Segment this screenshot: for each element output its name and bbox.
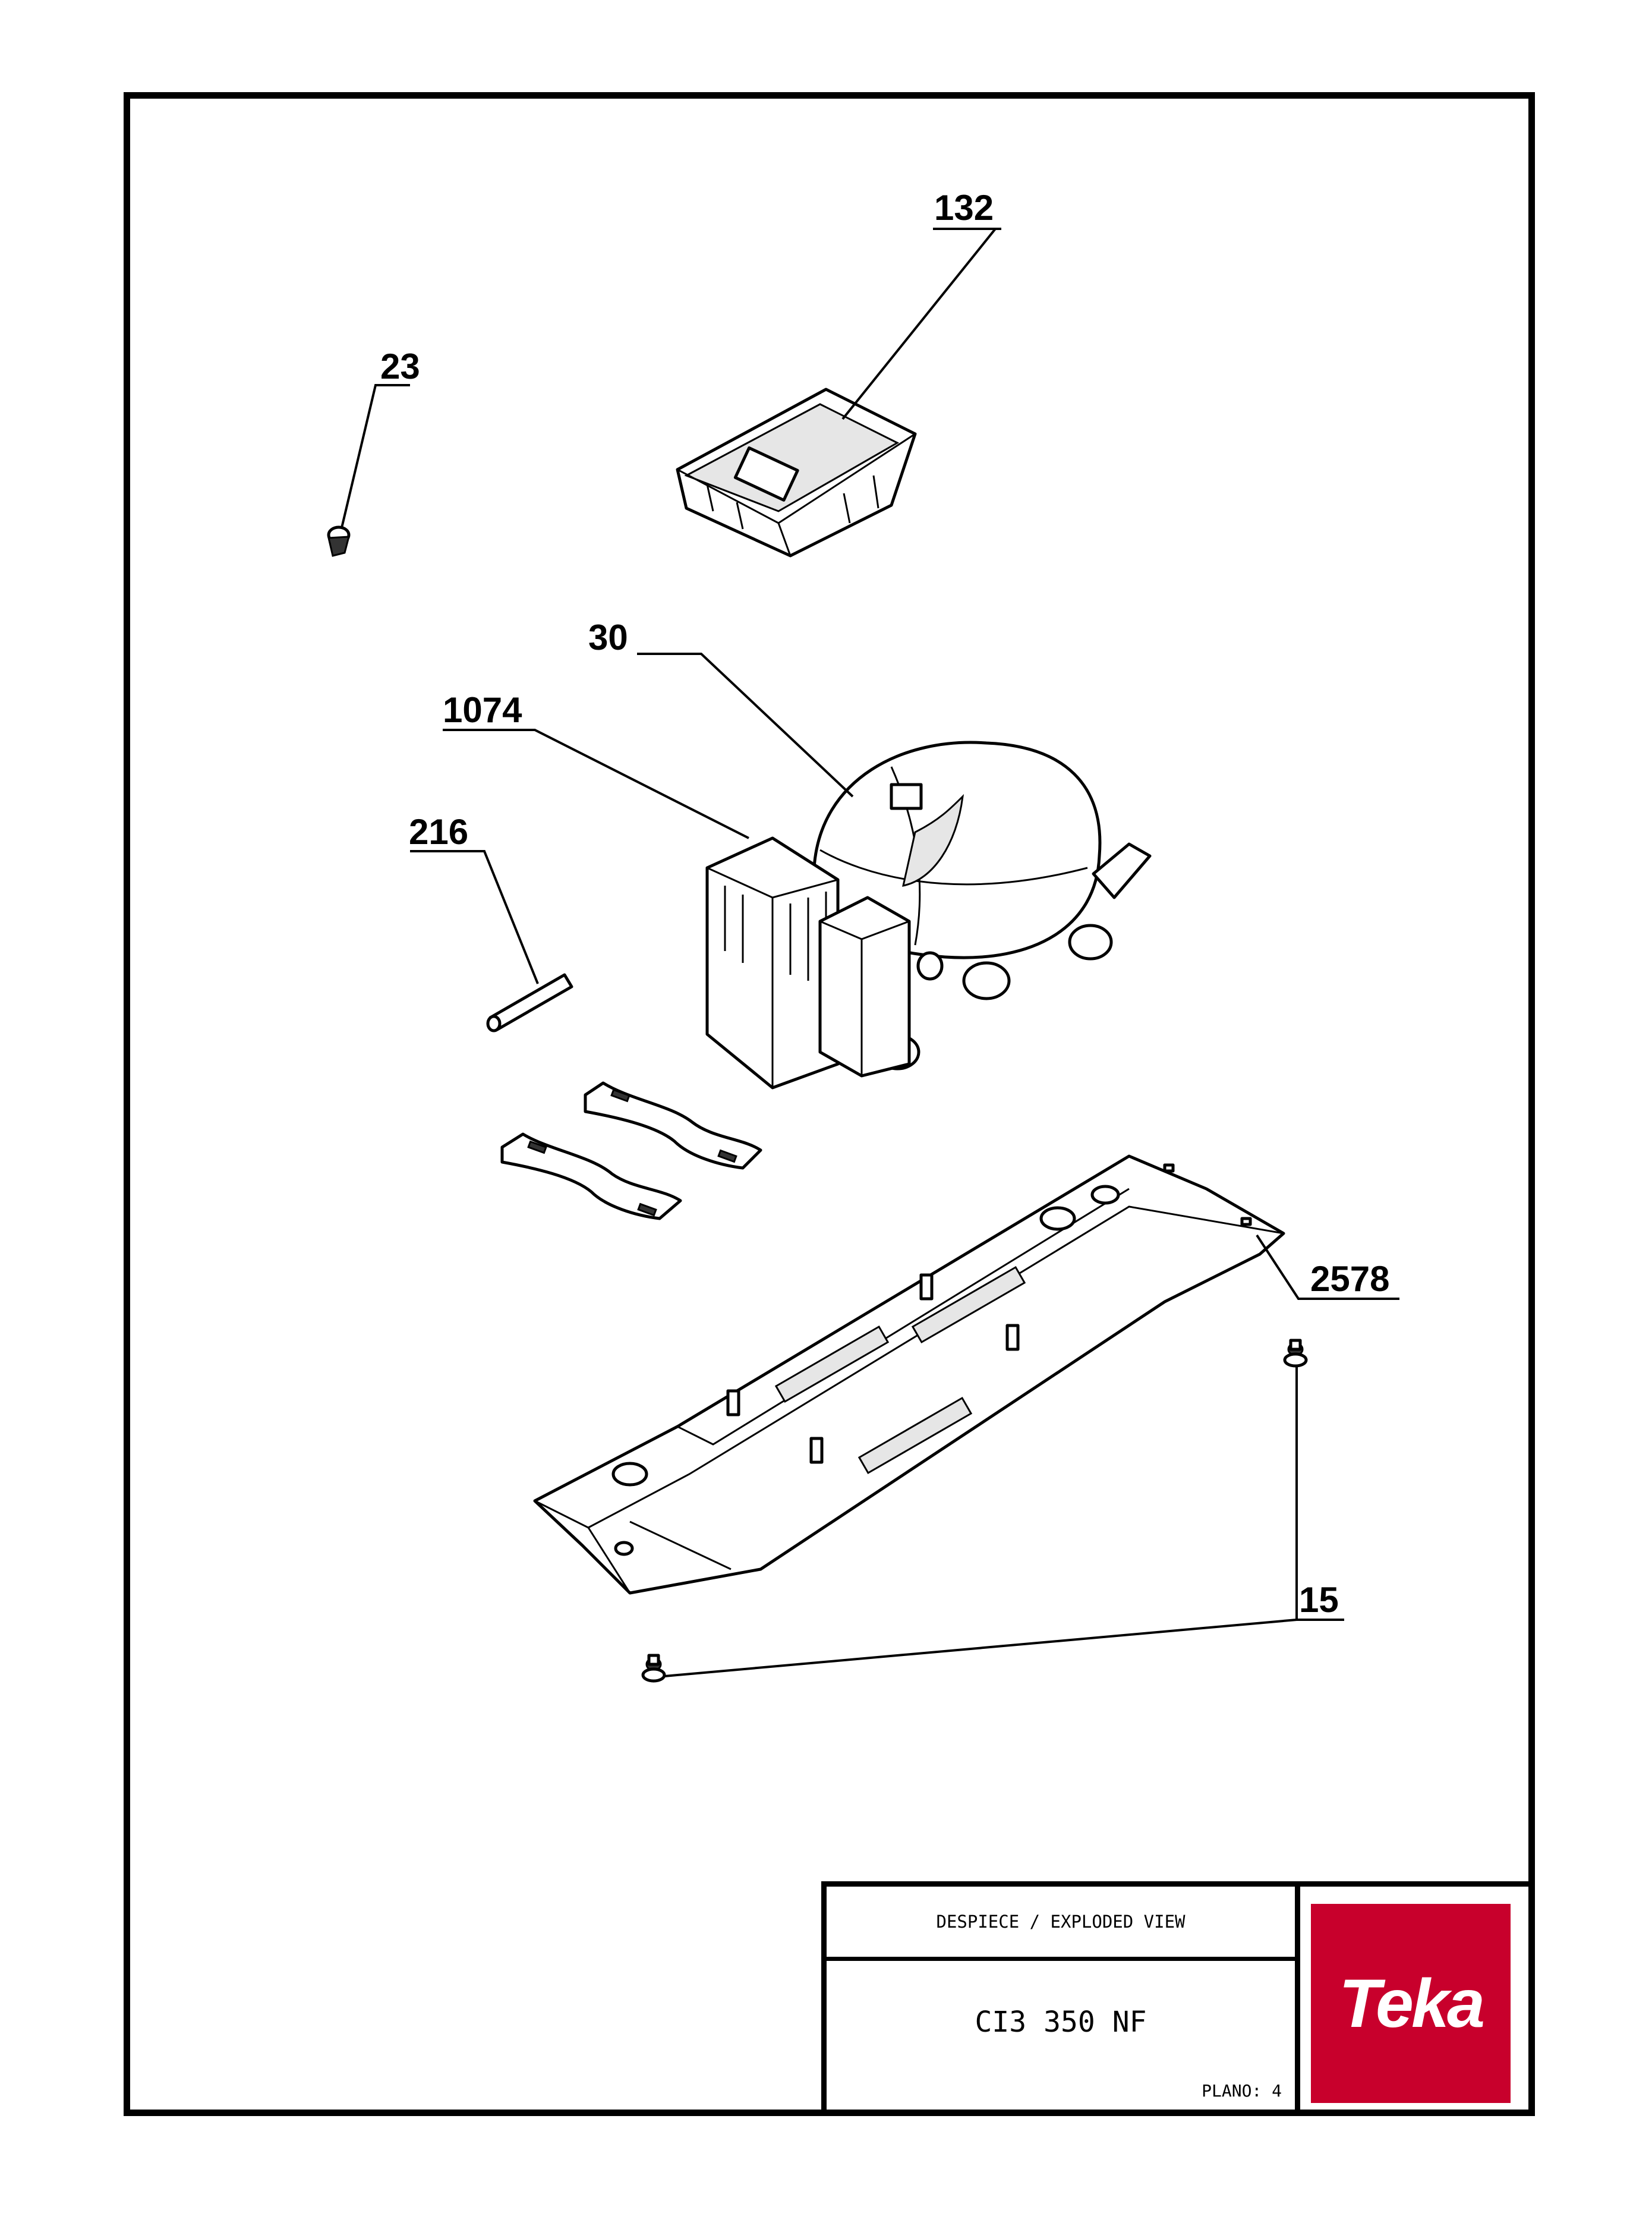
part-15-screw-left <box>641 1654 666 1683</box>
leader-23 <box>341 384 410 528</box>
title-block-logo-cell: Teka <box>1295 1881 1535 2116</box>
teka-logo-text: Teka <box>1339 1965 1485 2042</box>
callout-216: 216 <box>409 812 468 852</box>
leader-15-left <box>664 1619 1344 1677</box>
callout-2578: 2578 <box>1310 1259 1389 1299</box>
teka-logo: Teka <box>1311 1904 1511 2103</box>
rubber-strip-upper <box>584 1081 762 1170</box>
leader-1074 <box>443 729 749 839</box>
callout-30: 30 <box>588 618 628 657</box>
part-132-box <box>676 388 917 558</box>
part-30-compressor <box>812 741 1152 1071</box>
rubber-strip-lower <box>500 1132 682 1220</box>
leader-30 <box>637 653 854 798</box>
sheet-number: PLANO: 4 <box>1202 2081 1282 2101</box>
leader-216 <box>410 850 539 984</box>
model-name: CI3 350 NF <box>975 2006 1147 2039</box>
part-216-tube <box>486 973 573 1032</box>
title-block-heading: DESPIECE / EXPLODED VIEW <box>827 1887 1295 1961</box>
title-block: DESPIECE / EXPLODED VIEW CI3 350 NF PLAN… <box>821 1881 1535 2116</box>
part-23-clip <box>327 525 351 557</box>
leader-2578 <box>1256 1234 1399 1300</box>
callout-132: 132 <box>934 188 994 228</box>
leader-132 <box>841 228 997 420</box>
part-1074-relay <box>705 836 911 1090</box>
drawing-frame <box>124 92 1535 2116</box>
callout-1074: 1074 <box>443 690 522 730</box>
part-15-screw-right <box>1283 1339 1308 1368</box>
title-block-info: DESPIECE / EXPLODED VIEW CI3 350 NF PLAN… <box>821 1881 1295 2116</box>
callout-23: 23 <box>380 347 420 386</box>
part-2578-base-plate <box>533 1154 1285 1595</box>
callout-15: 15 <box>1299 1580 1339 1620</box>
